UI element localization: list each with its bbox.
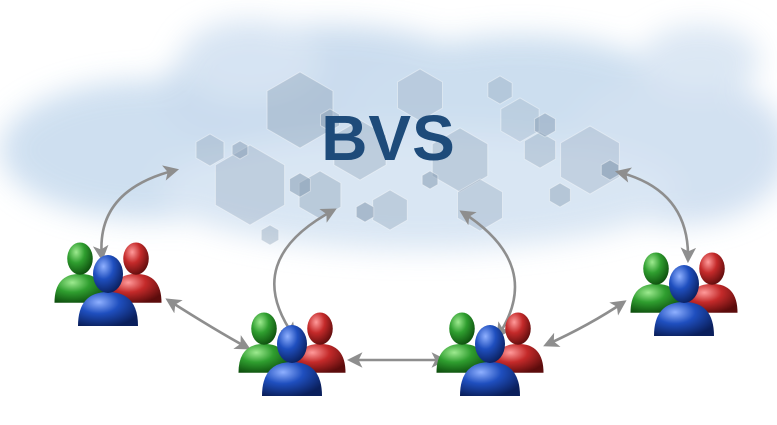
hexagon-11 bbox=[195, 133, 225, 167]
arrow-bottomright-right bbox=[543, 300, 627, 347]
user-groups bbox=[54, 242, 738, 396]
hexagon-7 bbox=[372, 189, 408, 231]
hexagon-19 bbox=[549, 182, 571, 208]
hexagon-0 bbox=[266, 71, 334, 149]
arrow-right-cloud bbox=[614, 167, 697, 264]
hexagon-1 bbox=[333, 119, 387, 181]
group-bottom-right bbox=[436, 312, 544, 396]
hexagon-16 bbox=[421, 170, 439, 190]
person-blue-icon bbox=[654, 265, 714, 336]
hexagon-3 bbox=[431, 127, 489, 193]
hexagon-15 bbox=[355, 201, 375, 223]
hexagon-18 bbox=[260, 224, 280, 246]
group-bottom-left bbox=[238, 312, 346, 396]
hexagon-17 bbox=[487, 75, 513, 105]
arrow-bottomright-cloud bbox=[459, 210, 517, 339]
hexagon-2 bbox=[397, 68, 443, 122]
hexagon-10 bbox=[560, 125, 620, 195]
connection-arrows bbox=[92, 165, 697, 368]
person-blue-icon bbox=[460, 325, 520, 396]
arrow-bottomleft-cloud bbox=[273, 208, 337, 339]
arrow-left-cloud bbox=[92, 165, 180, 262]
hexagon-21 bbox=[320, 108, 340, 132]
arrow-left-bottomleft bbox=[165, 298, 251, 350]
hexagon-5 bbox=[214, 144, 286, 226]
cloud-background bbox=[0, 20, 777, 250]
hexagon-14 bbox=[289, 172, 311, 198]
hexagon-20 bbox=[231, 140, 249, 160]
hexagon-12 bbox=[534, 112, 556, 138]
hexagon-9 bbox=[523, 131, 557, 169]
group-left bbox=[54, 242, 162, 326]
person-blue-icon bbox=[78, 255, 138, 326]
hexagon-4 bbox=[500, 97, 540, 143]
person-blue-icon bbox=[262, 325, 322, 396]
diagram-title: BVS bbox=[321, 102, 456, 174]
hexagon-13 bbox=[600, 159, 620, 181]
hexagon-pattern bbox=[195, 68, 620, 246]
group-right bbox=[630, 252, 738, 336]
